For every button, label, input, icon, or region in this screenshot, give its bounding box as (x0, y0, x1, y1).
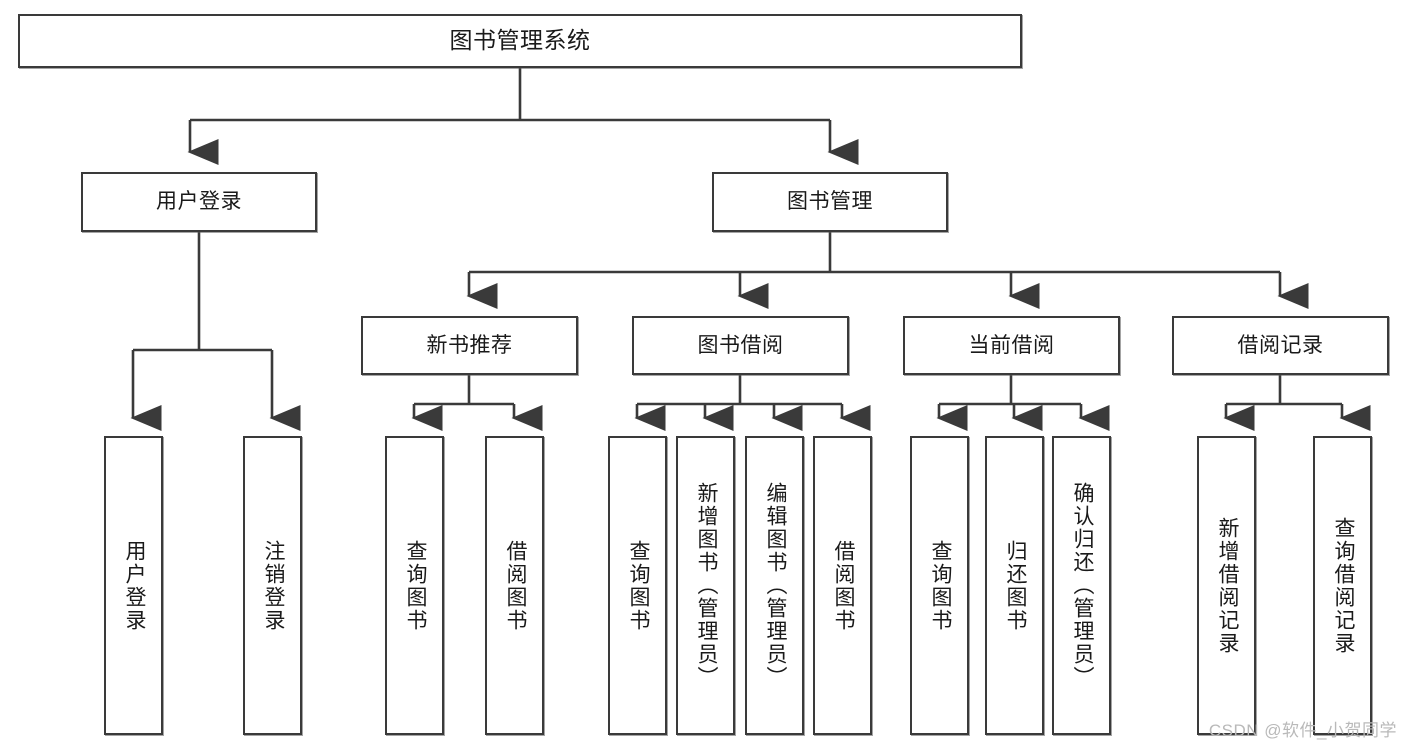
node-leaf-add-book-admin[interactable]: 新增图书（管理员） (676, 436, 735, 735)
node-root[interactable]: 图书管理系统 (18, 14, 1022, 68)
node-leaf-query-book-current-label: 查询图书 (928, 539, 952, 632)
node-leaf-return-book-label: 归还图书 (1003, 539, 1027, 632)
node-book-management[interactable]: 图书管理 (712, 172, 948, 232)
node-leaf-borrow-book[interactable]: 借阅图书 (813, 436, 872, 735)
node-current-borrow[interactable]: 当前借阅 (903, 316, 1120, 375)
node-leaf-confirm-return-admin[interactable]: 确认归还（管理员） (1052, 436, 1111, 735)
node-leaf-query-book-borrow[interactable]: 查询图书 (608, 436, 667, 735)
node-leaf-edit-book-admin[interactable]: 编辑图书（管理员） (745, 436, 804, 735)
node-leaf-borrow-book-label: 借阅图书 (831, 539, 855, 632)
node-book-borrow-label: 图书借阅 (697, 333, 784, 357)
node-new-book-recommend[interactable]: 新书推荐 (361, 316, 578, 375)
node-leaf-confirm-return-admin-label: 确认归还（管理员） (1070, 482, 1094, 689)
node-leaf-borrow-book-rec[interactable]: 借阅图书 (485, 436, 544, 735)
node-leaf-return-book[interactable]: 归还图书 (985, 436, 1044, 735)
watermark-text: CSDN @软件_小贺同学 (1208, 721, 1397, 740)
node-leaf-add-borrow-record[interactable]: 新增借阅记录 (1197, 436, 1256, 735)
node-leaf-user-login-label: 用户登录 (122, 539, 146, 632)
node-leaf-query-book-rec[interactable]: 查询图书 (385, 436, 444, 735)
node-book-management-label: 图书管理 (787, 190, 873, 214)
node-book-borrow[interactable]: 图书借阅 (632, 316, 849, 375)
node-leaf-user-logout[interactable]: 注销登录 (243, 436, 302, 735)
node-leaf-query-borrow-record-label: 查询借阅记录 (1331, 516, 1355, 655)
node-leaf-user-login[interactable]: 用户登录 (104, 436, 163, 735)
node-leaf-query-borrow-record[interactable]: 查询借阅记录 (1313, 436, 1372, 735)
node-user-login-label: 用户登录 (156, 190, 242, 214)
node-leaf-query-book-rec-label: 查询图书 (403, 539, 427, 632)
node-root-label: 图书管理系统 (449, 27, 591, 54)
node-leaf-add-borrow-record-label: 新增借阅记录 (1215, 516, 1239, 655)
node-borrow-record[interactable]: 借阅记录 (1172, 316, 1389, 375)
node-current-borrow-label: 当前借阅 (968, 333, 1055, 357)
node-leaf-borrow-book-rec-label: 借阅图书 (503, 539, 527, 632)
node-user-login[interactable]: 用户登录 (81, 172, 317, 232)
node-leaf-query-book-current[interactable]: 查询图书 (910, 436, 969, 735)
node-borrow-record-label: 借阅记录 (1237, 333, 1324, 357)
node-leaf-edit-book-admin-label: 编辑图书（管理员） (763, 482, 787, 689)
node-leaf-add-book-admin-label: 新增图书（管理员） (694, 482, 718, 689)
node-new-book-recommend-label: 新书推荐 (426, 333, 513, 357)
node-leaf-query-book-borrow-label: 查询图书 (626, 539, 650, 632)
node-leaf-user-logout-label: 注销登录 (261, 539, 285, 632)
